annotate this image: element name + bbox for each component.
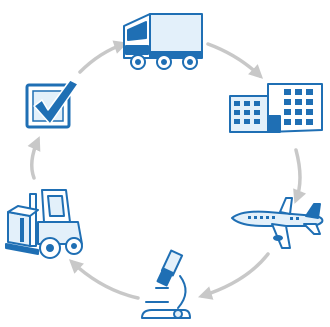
factory-icon — [229, 83, 323, 133]
truck-icon — [123, 13, 203, 70]
arrow-factory-to-airplane — [293, 148, 307, 204]
arrow-checkbox-to-truck — [78, 40, 128, 74]
airplane-icon — [231, 197, 324, 249]
microscope-icon — [141, 249, 191, 319]
arrow-microscope-to-forklift — [68, 259, 140, 300]
arrow-truck-to-factory — [206, 42, 264, 79]
arrow-forklift-to-checkbox — [27, 136, 41, 180]
forklift-icon — [5, 189, 83, 259]
checkbox-icon — [25, 79, 79, 129]
arrow-airplane-to-microscope — [197, 252, 270, 300]
